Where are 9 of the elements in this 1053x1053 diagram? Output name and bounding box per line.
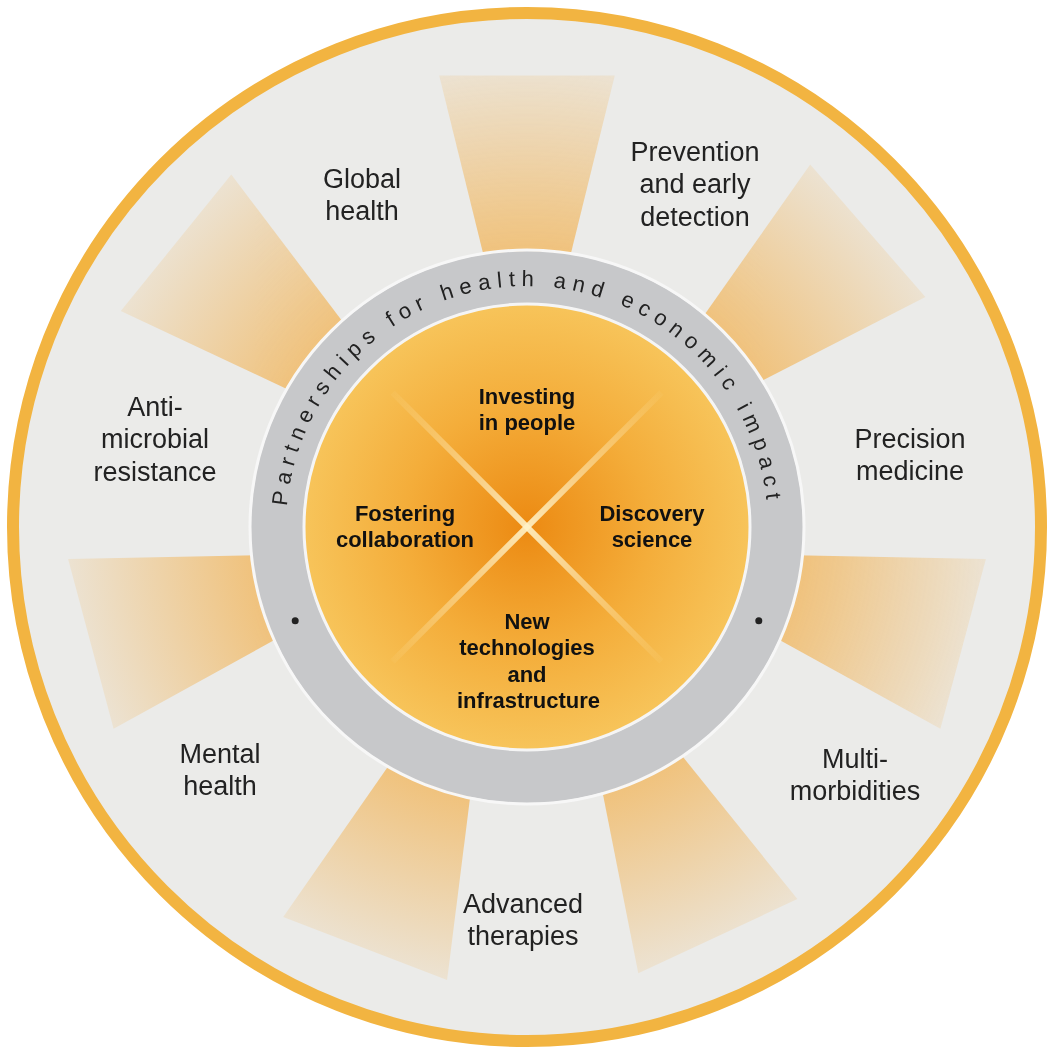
topic-label: Precision medicine: [853, 422, 967, 488]
core-label: Discovery science: [598, 500, 706, 554]
topic-label: Global health: [321, 162, 402, 228]
topic-label: Prevention and early detection: [629, 136, 761, 234]
topic-label: Multi-morbidities: [788, 742, 922, 808]
topic-label: Mental health: [178, 737, 262, 803]
core-label: Fostering collaboration: [335, 500, 475, 554]
topic-label: Anti-microbial resistance: [92, 391, 218, 489]
topic-label: Advanced therapies: [461, 887, 585, 953]
